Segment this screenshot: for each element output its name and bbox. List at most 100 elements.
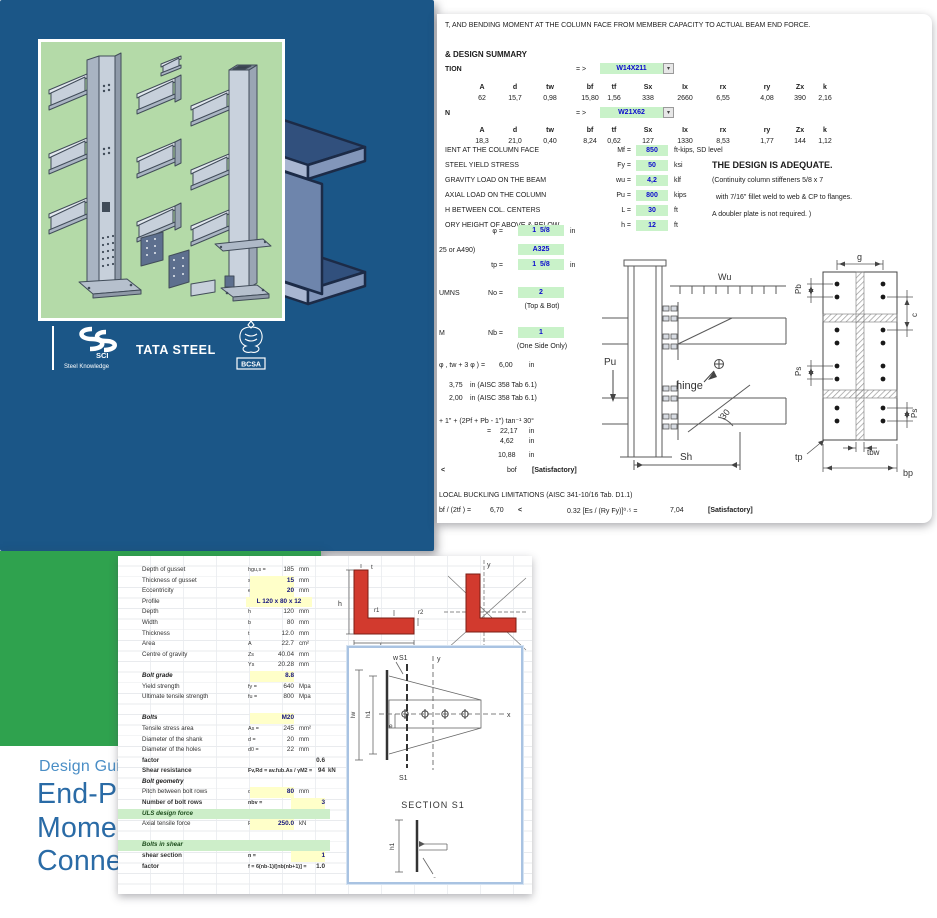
prop-header: d [512, 127, 518, 134]
row-value: 185 [283, 566, 294, 573]
table-row: Centre of gravity Zs 40.04 mm [118, 650, 330, 661]
row-value: 20.28 [278, 661, 294, 669]
parameter-label: GRAVITY LOAD ON THE BEAM [445, 177, 547, 184]
parameter-unit: ft [674, 207, 678, 214]
no-note: (Top & Bot) [524, 303, 560, 310]
parameter-input-cell[interactable]: 4,2 [636, 175, 668, 186]
parameter-input-cell[interactable]: 12 [636, 220, 668, 231]
weld-label: w [392, 655, 399, 662]
prop-value: 2,16 [818, 95, 832, 102]
row-value[interactable]: 8.8 [250, 670, 294, 682]
row-value[interactable]: 15 [250, 575, 294, 587]
parameter-unit: ksi [674, 162, 683, 169]
frame-connection-diagram: Wu Pu hinge 30 Sh [602, 259, 787, 470]
row-value[interactable]: 80 [250, 787, 294, 799]
prop-value: 6,55 [716, 95, 730, 102]
y-axis-label: y [487, 562, 491, 569]
table-row: Diameter of the shank d = 20 mm [118, 735, 330, 746]
column-section-select[interactable]: W21X62 [600, 107, 663, 118]
buckling-status: [Satisfactory] [708, 507, 753, 514]
table-row: Ys 20.28 mm [118, 660, 330, 671]
prop-value: 21,0 [508, 138, 522, 145]
prop-header: A [479, 84, 485, 91]
sh-dim-label: Sh [680, 452, 692, 463]
row-value[interactable]: 20 [250, 586, 294, 597]
prop-value: 0,98 [543, 95, 557, 102]
row-value[interactable]: 250.0 [250, 819, 294, 830]
prop-header: tf [611, 127, 617, 134]
prop-header: k [823, 127, 827, 134]
row-label: Depth of gusset [142, 566, 186, 573]
calc-l8-status: [Satisfactory] [532, 467, 577, 474]
table-row: Width b 80 mm [118, 618, 330, 629]
table-row [118, 703, 330, 714]
prop-header: Sx [643, 84, 653, 91]
calc-l8-op: < [441, 467, 446, 474]
row-value: 22 [286, 746, 294, 754]
parameter-input-cell[interactable]: 800 [636, 190, 668, 201]
bolt-dia-cell[interactable]: 1 5/8 [518, 225, 564, 236]
column-select-dropdown-icon[interactable]: ▾ [663, 107, 674, 118]
row-value: 640 [283, 682, 294, 690]
prop-value: 1,77 [760, 138, 774, 145]
nb-cell[interactable]: 1 [518, 327, 564, 338]
tp-label: tp [795, 452, 803, 462]
x-axis-label: x [507, 712, 511, 719]
prop-value: 1330 [677, 138, 693, 145]
beam-section-select[interactable]: W14X211 [600, 63, 663, 74]
calc-l3-ref: in (AISC 358 Tab 6.1) [470, 395, 537, 402]
row-unit: mm [299, 736, 309, 743]
row-label: Axial tensile force [142, 820, 191, 828]
g-dim-label: g [857, 252, 862, 262]
tbw-label: tbw [867, 448, 880, 457]
parameter-row: STEEL YIELD STRESS Fy = 50 ksi [437, 160, 932, 175]
row-value[interactable]: L 120 x 80 x 12 [246, 596, 312, 608]
parameter-label: H BETWEEN COL. CENTERS [445, 207, 541, 214]
parameter-symbol: Fy = [617, 162, 631, 169]
prop-header: rx [719, 84, 727, 91]
row-label: Area [142, 640, 156, 648]
prop-header: Zx [795, 127, 805, 134]
row-symbol: h [248, 609, 251, 616]
row-value[interactable]: 1 [291, 851, 325, 862]
prop-header: Sx [643, 127, 653, 134]
table-row: Thickness t 12.0 mm [118, 629, 330, 640]
row-value[interactable]: 3 [291, 798, 325, 809]
plate-thickness-unit: in [570, 262, 576, 269]
prop-header: bf [586, 84, 594, 91]
no-cell[interactable]: 2 [518, 287, 564, 298]
design-verdict: THE DESIGN IS ADEQUATE. (Continuity colu… [712, 160, 922, 228]
row-label: factor [142, 756, 160, 764]
parameter-input-cell[interactable]: 50 [636, 160, 668, 171]
row-label: Bolts [142, 714, 158, 722]
parameter-input-cell[interactable]: 30 [636, 205, 668, 216]
row-unit: mm² [299, 725, 311, 732]
verdict-note-2: with 7/16" fillet weld to web & CP to fl… [712, 194, 853, 201]
row-label: Centre of gravity [142, 650, 188, 658]
row-symbol: As = [248, 725, 259, 732]
r1-label: r1 [374, 608, 380, 614]
beam-select-dropdown-icon[interactable]: ▾ [663, 63, 674, 74]
tata-steel-logo-text: TATA STEEL [136, 343, 216, 357]
table-row: Depth h 120 mm [118, 607, 330, 618]
prop-value: 8,24 [583, 138, 597, 145]
parameter-unit: ft-kips, SD level [674, 147, 723, 154]
prop-value: 18,3 [475, 138, 489, 145]
parameter-input-cell[interactable]: 850 [636, 145, 668, 156]
calc-l6-unit: in [529, 438, 535, 445]
row-unit: cm² [299, 641, 309, 648]
beam-section-label: TION [445, 66, 462, 73]
section-s1-frame: w S1 S1 y x lw h1 e SECTION S1 [346, 645, 524, 885]
calc-l1-val: 6,00 [499, 362, 513, 369]
table-row: Yield strength fy = 640 Mpa [118, 682, 330, 693]
row-value[interactable]: M20 [250, 713, 294, 724]
table-row: Depth of gusset hgu,s = 185 mm [118, 565, 330, 576]
bolt-grade-cell[interactable]: A325 [518, 244, 564, 255]
plate-thickness-cell[interactable]: 1 5/8 [518, 259, 564, 270]
parameter-label: STEEL YIELD STRESS [445, 162, 519, 169]
row-label: Width [142, 618, 158, 626]
parameter-row: AXIAL LOAD ON THE COLUMN Pu = 800 kips [437, 190, 932, 205]
calc-l5-eq: = [487, 428, 492, 435]
pu-load-label: Pu [604, 357, 616, 368]
